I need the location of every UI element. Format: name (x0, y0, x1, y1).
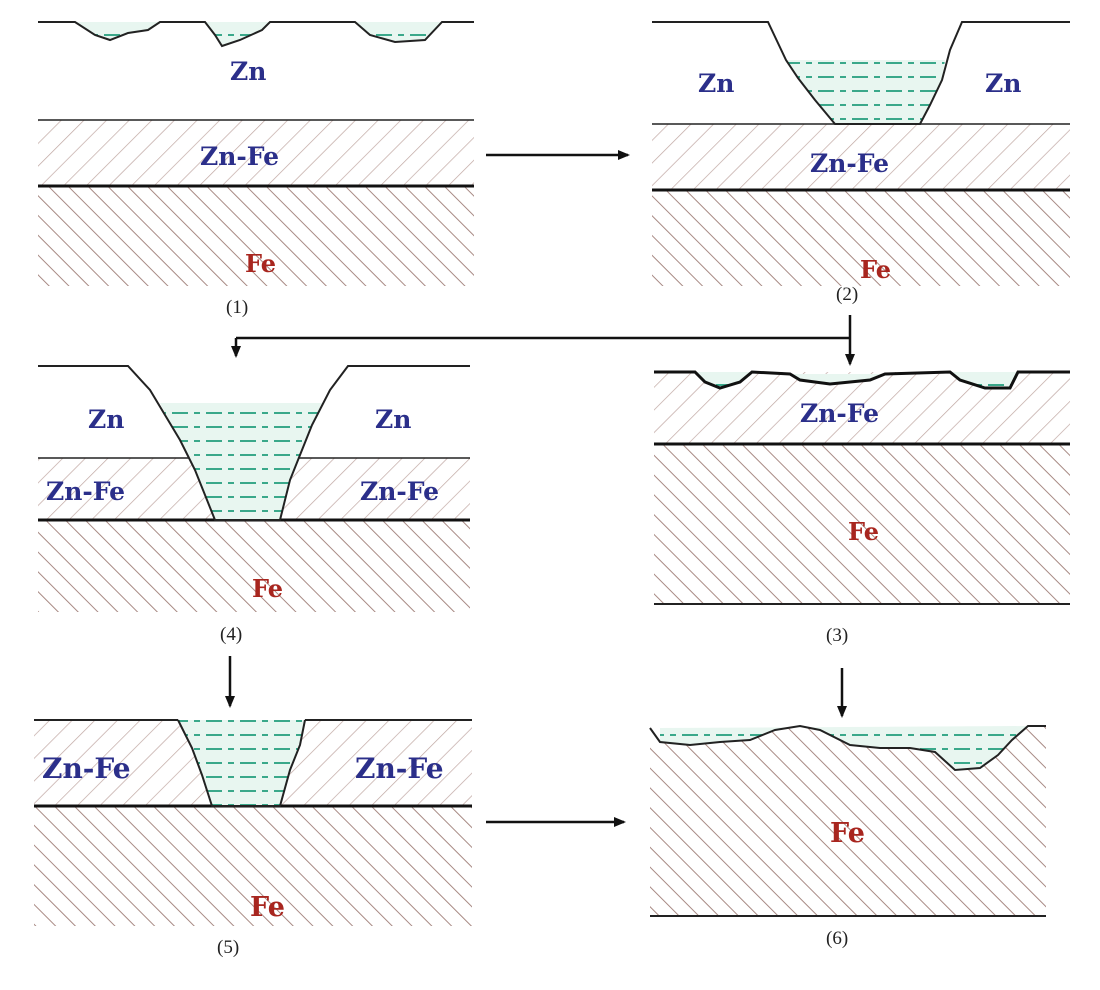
surface-line (649, 724, 1046, 772)
surface-line (654, 370, 1070, 390)
panel-3: Zn-Fe Fe (3) (654, 370, 1070, 646)
electrolyte-drops (75, 22, 442, 46)
caption-4: (4) (220, 624, 242, 645)
label-zn-left: Zn (698, 69, 734, 98)
electrolyte-pit (786, 60, 945, 124)
panel-4: Zn Zn Zn-Fe Zn-Fe Fe (4) (38, 365, 470, 645)
label-znfe-right: Zn-Fe (360, 477, 439, 506)
electrolyte-layer (660, 726, 1028, 770)
fe-substrate (652, 190, 1070, 286)
caption-6: (6) (826, 928, 848, 949)
panel-6: Fe (6) (649, 724, 1046, 949)
znfe-layer (38, 120, 474, 186)
panel-5: Zn-Fe Zn-Fe Fe (5) (34, 719, 472, 958)
label-zn-left: Zn (88, 405, 124, 434)
label-znfe-left: Zn-Fe (42, 752, 131, 785)
fe-substrate (38, 520, 470, 612)
panel-1: Zn Zn-Fe Fe (1) (38, 21, 474, 318)
label-zn-right: Zn (375, 405, 411, 434)
label-znfe: Zn-Fe (800, 399, 879, 428)
label-fe: Fe (848, 517, 879, 546)
electrolyte-pit (160, 403, 322, 520)
label-zn-right: Zn (985, 69, 1021, 98)
label-zn: Zn (230, 57, 266, 86)
electrolyte-pit (178, 720, 305, 806)
label-fe: Fe (860, 255, 891, 284)
label-fe: Fe (252, 574, 283, 603)
label-fe: Fe (830, 818, 865, 849)
label-znfe-left: Zn-Fe (46, 477, 125, 506)
branch-connector (231, 315, 855, 366)
pit-outline (177, 719, 306, 807)
fe-substrate (654, 444, 1070, 604)
caption-2: (2) (836, 284, 858, 305)
label-znfe-right: Zn-Fe (355, 752, 444, 785)
znfe-layer (652, 124, 1070, 190)
caption-1: (1) (226, 297, 248, 318)
caption-5: (5) (217, 937, 239, 958)
surface-line (38, 365, 470, 521)
fe-substrate (650, 726, 1046, 916)
label-znfe: Zn-Fe (810, 149, 889, 178)
fe-substrate (34, 806, 472, 926)
label-fe: Fe (250, 892, 285, 923)
caption-3: (3) (826, 625, 848, 646)
surface-line (38, 21, 474, 48)
panel-2: Zn Zn Zn-Fe Fe (2) (652, 21, 1070, 305)
surface-line (652, 21, 1070, 125)
label-fe: Fe (245, 249, 276, 278)
label-znfe: Zn-Fe (200, 142, 279, 171)
fe-substrate (38, 186, 474, 286)
